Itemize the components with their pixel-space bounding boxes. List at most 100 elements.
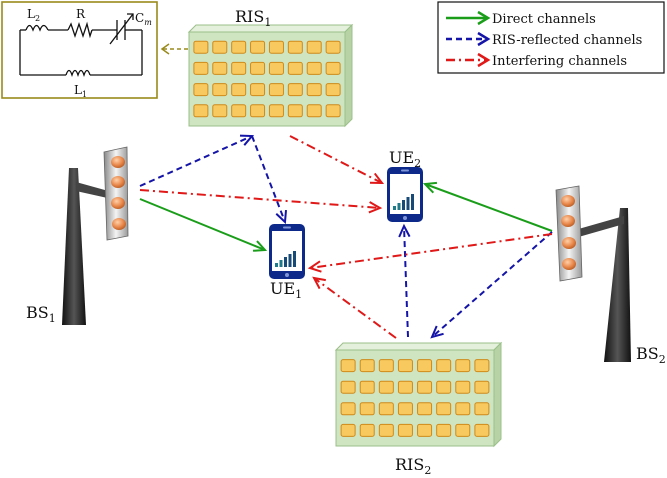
legend-frame — [437, 1, 665, 74]
legend-item: Direct channels — [446, 10, 596, 27]
signal-bar — [402, 200, 405, 210]
legend-item: RIS-reflected channels — [446, 31, 642, 48]
ris-element — [397, 402, 413, 416]
ris-circuit-model: L2 R Cm L1 — [1, 1, 158, 99]
ris-panel — [335, 349, 495, 447]
antenna-arm — [76, 182, 112, 199]
ris-element — [436, 402, 452, 416]
arrow-head — [430, 325, 444, 339]
ris-element — [359, 359, 375, 373]
bs2-label: BS2 — [636, 344, 666, 366]
tower-icon — [62, 168, 86, 325]
ris-panel-2 — [334, 341, 503, 448]
signal-bar — [406, 197, 410, 210]
ris-element — [359, 380, 375, 394]
ue-2 — [387, 167, 423, 222]
label-cm: Cm — [135, 11, 152, 27]
ris-element — [325, 61, 341, 75]
ris-element — [231, 40, 247, 54]
ris-element — [325, 83, 341, 97]
ris-element — [325, 40, 341, 54]
channel-line — [424, 183, 553, 232]
reflected-bs1-ris1 — [139, 134, 255, 187]
ris-element — [231, 104, 247, 118]
ris-element — [340, 380, 356, 394]
ris-element — [455, 359, 471, 373]
arrow-head — [312, 276, 326, 290]
ris-element — [397, 380, 413, 394]
ris-element — [250, 40, 266, 54]
ris-element — [268, 40, 284, 54]
ris-element — [287, 104, 303, 118]
ris-element — [212, 40, 228, 54]
arrow-head — [307, 260, 322, 273]
inductor-icon — [25, 24, 49, 32]
ris-element — [306, 104, 322, 118]
ris-element — [268, 104, 284, 118]
antenna-icon — [103, 146, 129, 241]
ris-panel-side — [344, 23, 353, 128]
ris-element — [340, 402, 356, 416]
antenna-icon — [555, 185, 583, 282]
ris-element — [193, 104, 209, 118]
channel-line — [309, 233, 553, 269]
base-station-1 — [62, 146, 129, 325]
tower-icon — [604, 208, 631, 362]
ris-element — [340, 359, 356, 373]
ris-element — [455, 402, 471, 416]
reflected-ris1-ue1 — [251, 135, 287, 225]
ris-element — [397, 359, 413, 373]
ris-element — [268, 61, 284, 75]
interf-ris1-ue2 — [289, 135, 385, 185]
ris-element — [378, 359, 394, 373]
ris-element — [397, 423, 413, 437]
arrow-head — [398, 223, 411, 238]
ris-element — [231, 61, 247, 75]
legend-label: RIS-reflected channels — [492, 33, 642, 48]
reflected-bs2-ris2 — [430, 231, 553, 339]
channel-line — [251, 135, 286, 223]
arrow-head — [275, 209, 287, 225]
ris-element — [436, 359, 452, 373]
ris-element — [474, 423, 490, 437]
legend-arrowhead — [477, 10, 491, 26]
arrow-head — [252, 240, 268, 252]
ris2-label: RIS2 — [395, 455, 431, 477]
interf-bs2-ue1 — [307, 233, 553, 273]
ris-element — [212, 104, 228, 118]
ris-element — [268, 83, 284, 97]
ris-element — [193, 83, 209, 97]
ue-1 — [269, 224, 305, 279]
label-l1: L1 — [74, 83, 87, 99]
ris-element — [340, 423, 356, 437]
ue1-label: UE1 — [270, 279, 302, 301]
ris-element — [474, 402, 490, 416]
reflected-ris2-ue2 — [398, 223, 411, 338]
ris-element — [359, 423, 375, 437]
signal-bar — [411, 194, 414, 210]
antenna-arm — [575, 216, 624, 238]
ris-element — [455, 423, 471, 437]
channel-line — [139, 135, 253, 187]
signal-bar — [397, 203, 401, 210]
phone-speaker — [283, 226, 291, 229]
ris-element — [378, 423, 394, 437]
channel-line — [431, 231, 553, 338]
circuit-frame — [1, 1, 158, 99]
ris-element — [417, 380, 433, 394]
phone-button — [285, 273, 289, 277]
signal-bar — [284, 257, 287, 267]
ris-element — [436, 423, 452, 437]
arrow-head — [422, 181, 438, 194]
ris-element — [212, 61, 228, 75]
arrow-head — [369, 172, 385, 185]
legend-label: Direct channels — [492, 12, 596, 27]
ue2-label: UE2 — [389, 148, 421, 170]
base-station-2 — [555, 185, 631, 362]
ris-element — [455, 380, 471, 394]
interf-ris2-ue1 — [312, 276, 397, 339]
channel-line — [313, 277, 397, 339]
ris-element — [378, 380, 394, 394]
